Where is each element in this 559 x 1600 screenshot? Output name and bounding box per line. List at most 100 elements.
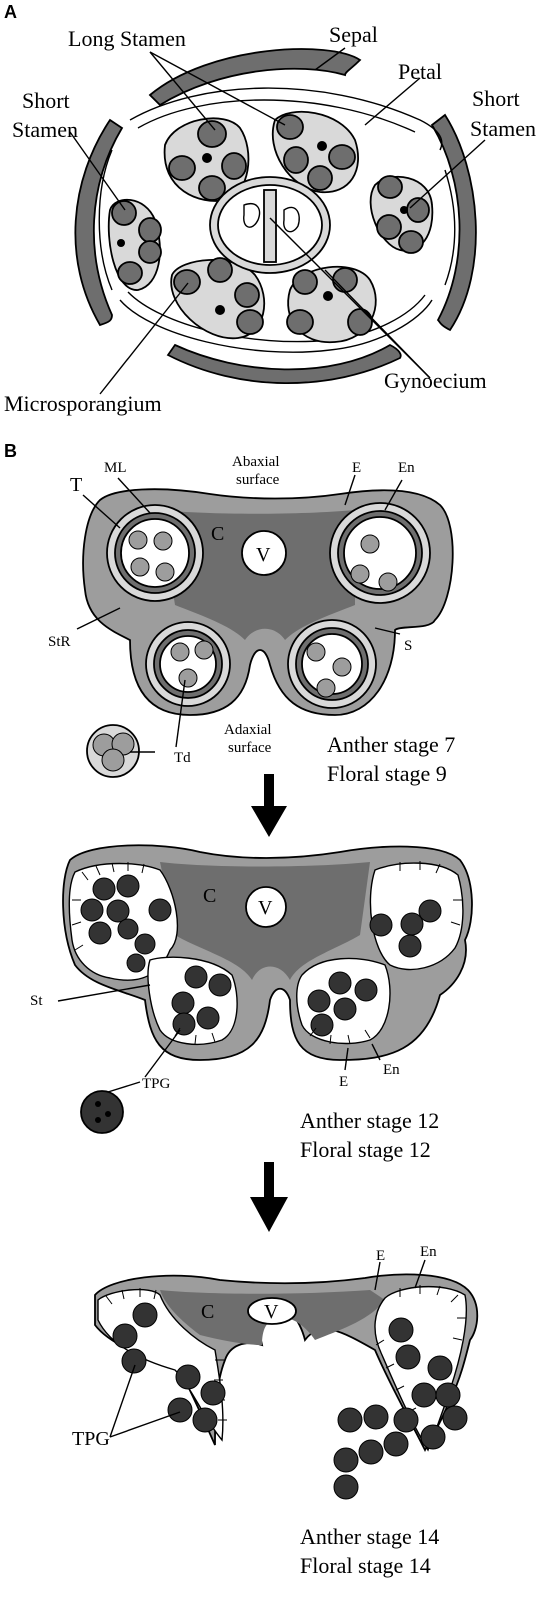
stage14-vascular: [247, 1297, 297, 1325]
sepal-top: [148, 48, 362, 107]
leader-StR: [76, 607, 121, 630]
petal-outline-2: [137, 99, 416, 133]
stage7-label-StR: StR: [48, 634, 71, 650]
label-petal: Petal: [398, 59, 442, 84]
petal-outline-3: [119, 299, 433, 353]
stage12-label-V: V: [258, 897, 273, 919]
arrow-down-2: [250, 1162, 288, 1232]
panel-b: B: [4, 441, 479, 1578]
panel-a: A: [4, 2, 536, 416]
leader-ML: [117, 477, 151, 514]
stamen-long-left: [163, 117, 250, 202]
label-long-stamen: Long Stamen: [68, 26, 186, 51]
leader-T: [82, 494, 121, 529]
stage7-label-En: En: [398, 460, 415, 476]
stage14-floral-stage: Floral stage 14: [300, 1553, 431, 1578]
leader-petal: [364, 77, 421, 126]
stage12-tapetum-ticks: [71, 861, 462, 1045]
sepal-left: [74, 118, 124, 327]
stage14-label-E: E: [376, 1248, 385, 1264]
stage12-label-C: C: [203, 885, 216, 907]
stage14-label-TPG: TPG: [72, 1428, 110, 1450]
sepal-bottom: [166, 343, 402, 385]
leader-TPG14-b: [109, 1411, 181, 1438]
stage7-label-C: C: [211, 523, 224, 545]
stage7-locule-tl: [106, 504, 204, 602]
label-short-stamen-right-1: Short: [472, 86, 520, 111]
stage7-label-adaxial-2: surface: [228, 740, 272, 756]
leader-S: [374, 627, 401, 635]
sepal-right: [430, 113, 477, 332]
stage7-label-V: V: [256, 544, 271, 566]
label-short-stamen-right-2: Stamen: [470, 116, 536, 141]
stage12-label-En: En: [383, 1062, 400, 1078]
leader-St: [57, 984, 151, 1002]
leader-En12: [371, 1043, 381, 1061]
leader-microsporangium: [99, 282, 189, 395]
leader-short-stamen-right: [409, 139, 486, 209]
leader-En14: [414, 1259, 426, 1289]
stage12-pollen: [80, 874, 442, 1037]
petal-outline-1: [129, 87, 443, 151]
arrow-down-1: [251, 774, 287, 837]
label-sepal: Sepal: [329, 22, 378, 47]
label-microsporangium: Microsporangium: [4, 391, 162, 416]
anther-stage-14: C V E En TPG Anther stage 14 Floral stag…: [72, 1244, 479, 1578]
leader-E14: [374, 1261, 381, 1291]
stage14-label-En: En: [420, 1244, 437, 1260]
stage14-anther-stage: Anther stage 14: [300, 1524, 439, 1549]
stage12-tpg-detail: [80, 1090, 124, 1134]
stage12-anther-stage: Anther stage 12: [300, 1108, 439, 1133]
leader-TPG-a: [144, 1029, 181, 1078]
stage7-label-E: E: [352, 460, 361, 476]
leader-E: [344, 474, 356, 506]
stage7-vascular: [241, 530, 287, 576]
stage7-locule-bl: [145, 621, 231, 707]
leader-long-stamen-a: [149, 51, 216, 131]
stage7-connective: [160, 510, 355, 640]
label-short-stamen-left-1: Short: [22, 88, 70, 113]
stage7-label-Td: Td: [174, 750, 191, 766]
panel-b-letter: B: [4, 441, 17, 461]
stage12-vascular: [245, 886, 287, 928]
petal-outline-4: [127, 291, 426, 343]
anther-stage-7: ML T Abaxial surface E En C V StR S Td A…: [48, 454, 455, 786]
stage7-tetrads: [128, 530, 398, 698]
leader-Td-a: [175, 679, 186, 748]
stamen-long-right: [271, 110, 359, 193]
stamen-bottom-left: [170, 257, 266, 340]
stage7-label-abaxial-1: Abaxial: [232, 454, 279, 470]
stage12-floral-stage: Floral stage 12: [300, 1137, 431, 1162]
leader-En: [384, 479, 403, 511]
stage12-label-E: E: [339, 1074, 348, 1090]
leader-short-stamen-left: [69, 131, 126, 211]
leader-E12: [344, 1047, 349, 1071]
petal-outline-5: [98, 149, 113, 291]
leader-gynoecium-b: [324, 269, 431, 379]
anther-stage-12: C V St TPG E En Anther stage 12 Floral s…: [30, 844, 473, 1162]
stage7-label-adaxial-1: Adaxial: [224, 722, 271, 738]
petal-outline-6: [444, 169, 456, 286]
stage7-anther-stage: Anther stage 7: [327, 732, 455, 757]
stamen-short-left: [107, 198, 162, 291]
stage14-pollen: [112, 1302, 468, 1500]
stage7-label-ML: ML: [104, 460, 127, 476]
leader-TPG-b: [107, 1081, 141, 1093]
stage7-locule-tr: [329, 502, 431, 604]
leader-sepal: [314, 47, 346, 71]
stamen-bottom-right: [286, 266, 377, 343]
leader-TPG14-a: [109, 1364, 136, 1438]
stamen-short-right: [369, 175, 434, 254]
stage7-label-abaxial-2: surface: [236, 472, 280, 488]
stage14-label-C: C: [201, 1301, 214, 1323]
label-short-stamen-left-2: Stamen: [12, 117, 78, 142]
stage7-label-S: S: [404, 638, 412, 654]
panel-a-letter: A: [4, 2, 17, 22]
stage12-label-TPG: TPG: [142, 1076, 171, 1092]
stage14-label-V: V: [264, 1301, 279, 1323]
gynoecium: [209, 176, 331, 274]
stage7-floral-stage: Floral stage 9: [327, 761, 447, 786]
stage7-label-T: T: [70, 474, 82, 496]
label-gynoecium: Gynoecium: [384, 368, 487, 393]
